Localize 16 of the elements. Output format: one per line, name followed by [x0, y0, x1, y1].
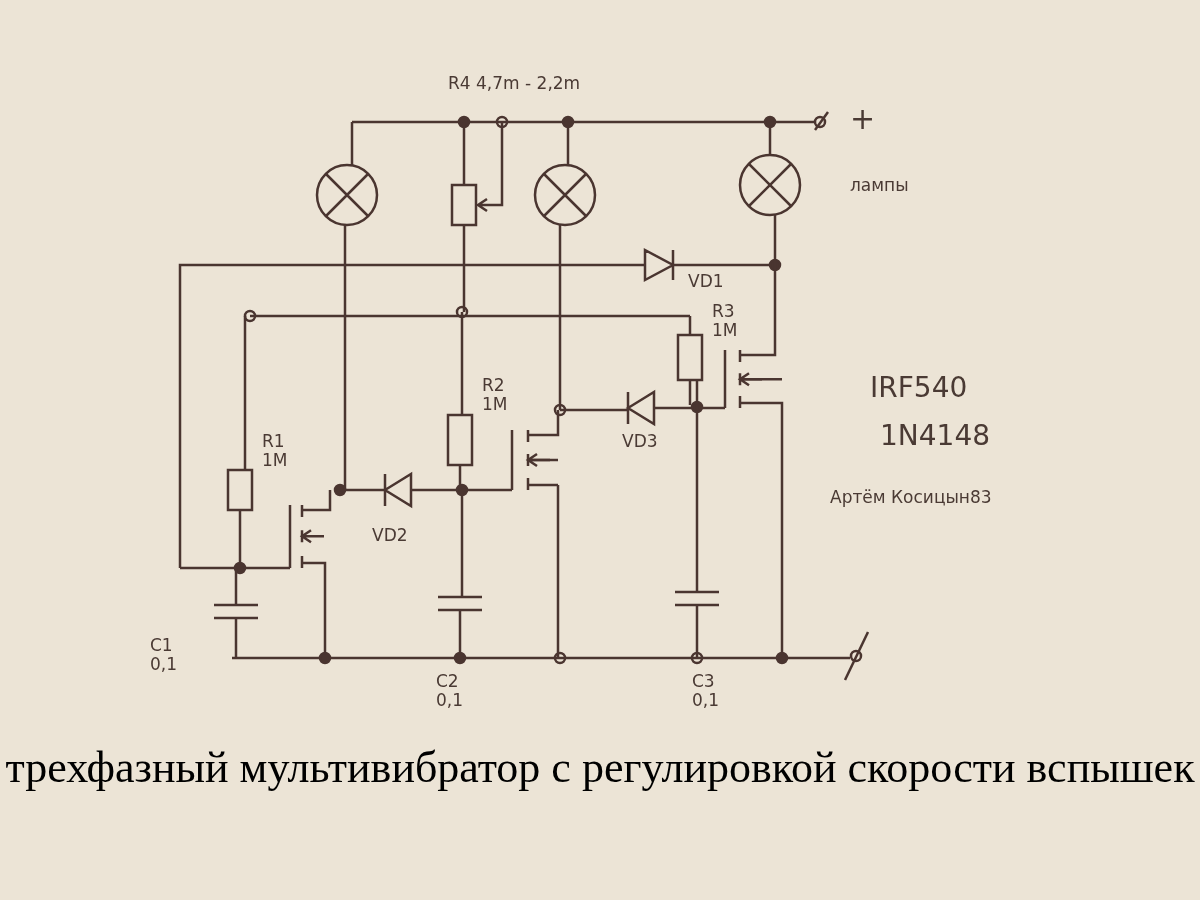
- component-value-label: R2 1M: [482, 376, 509, 414]
- terminal-label: +: [850, 102, 876, 136]
- component-value-label: R1 1M: [262, 432, 289, 470]
- component-value-label: C2 0,1: [436, 672, 465, 710]
- component-value-label: C3 0,1: [692, 672, 721, 710]
- signature-text: Артём Косицын83: [830, 488, 992, 507]
- component-label: VD3: [622, 432, 658, 451]
- component-value-label: R4 4,7m - 2,2m: [448, 74, 581, 93]
- caption: трехфазный мультивибратор с регулировкой скорости вспышек: [4, 742, 1196, 793]
- component-value-label: R3 1M: [712, 302, 739, 340]
- component-label: VD1: [688, 272, 724, 291]
- component-label: VD2: [372, 526, 408, 545]
- part-number-text: IRF540: [870, 372, 968, 404]
- note-text: лампы: [850, 176, 909, 195]
- component-value-label: C1 0,1: [150, 636, 179, 674]
- part-number-text: 1N4148: [880, 420, 991, 452]
